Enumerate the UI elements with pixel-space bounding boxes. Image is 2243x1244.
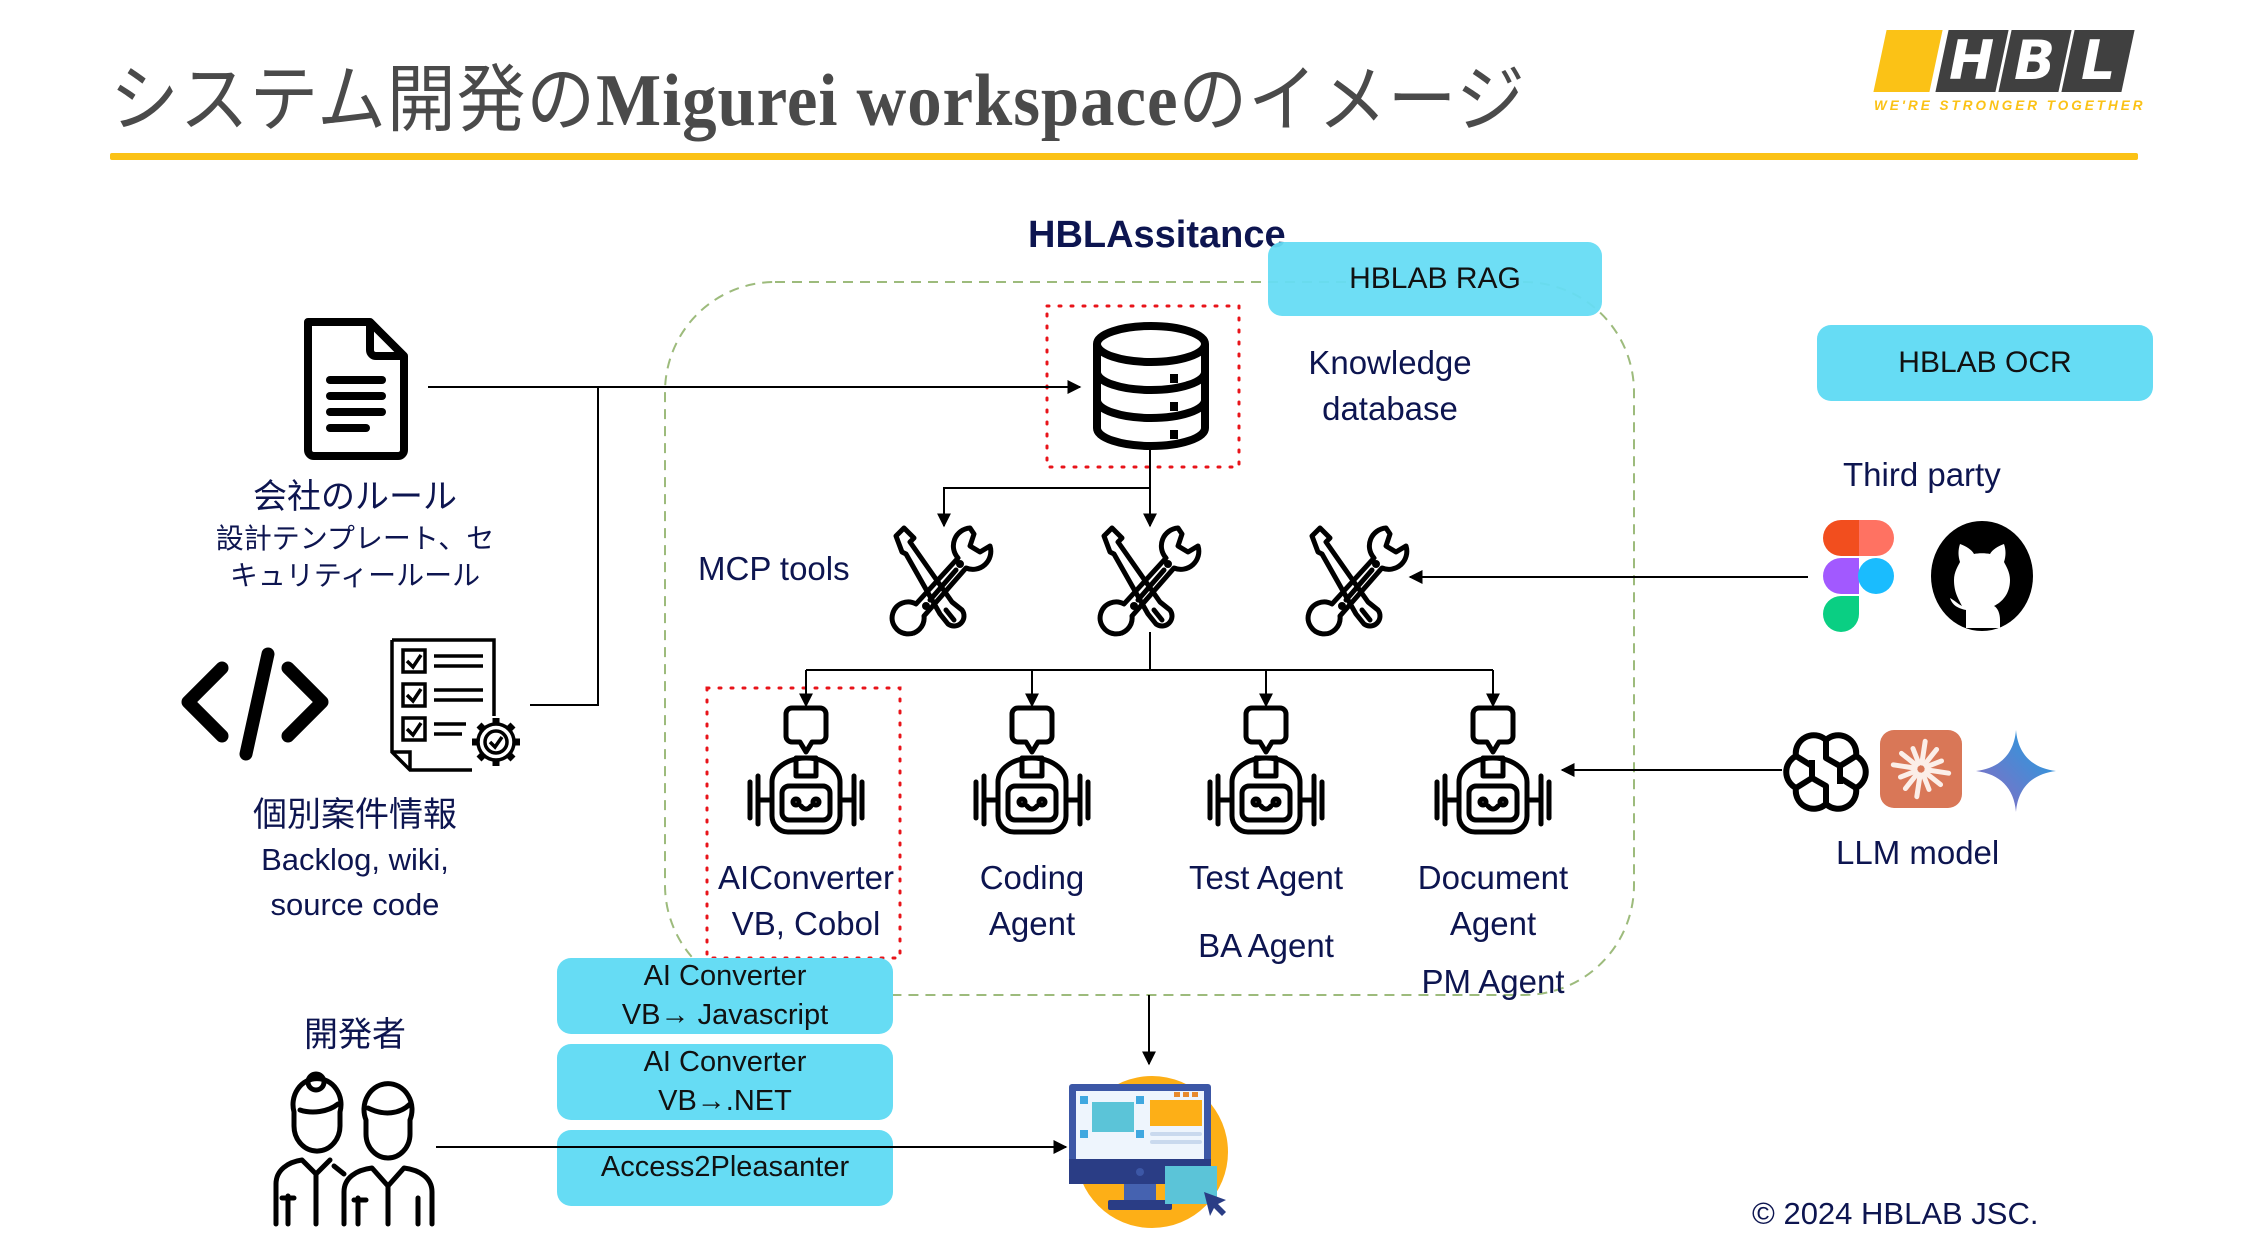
claude-ray [1914, 772, 1923, 800]
project-info-title: 個別案件情報 [253, 795, 457, 835]
code-icon [181, 647, 329, 761]
mcp-tool-3[interactable] [1305, 524, 1410, 637]
robot-icon [1207, 705, 1325, 835]
title-prefix: システム開発の [110, 60, 597, 142]
agent-document[interactable] [1427, 705, 1559, 841]
logo-tagline: WE'RE STRONGER TOGETHER [1874, 98, 2146, 113]
title-suffix: のイメージ [1178, 60, 1526, 142]
hblab-rag-button[interactable]: HBLAB RAG [1268, 242, 1602, 316]
tools-icon [1097, 525, 1202, 637]
claude-ray [1920, 772, 1932, 792]
gemini-icon[interactable] [1976, 730, 2056, 812]
agent-test-label: Test Agent [1188, 859, 1344, 896]
checklist-icon [390, 638, 520, 772]
openai-icon[interactable] [1783, 732, 1869, 812]
hblab-ocr-button[interactable]: HBLAB OCR [1817, 325, 2153, 401]
mcp-tool-1[interactable] [889, 524, 994, 637]
db-to-tool1 [937, 487, 1150, 528]
project-to-db-line [530, 387, 599, 706]
claude-ray [1924, 758, 1944, 770]
agent-coding[interactable] [966, 705, 1098, 841]
github-icon[interactable] [1930, 520, 2034, 632]
claude-ray [1898, 750, 1919, 768]
figma-icon[interactable] [1823, 520, 1894, 634]
hbl-logo: H B L WE'RE STRONGER TOGETHER [1872, 28, 2142, 118]
company-rules-title: 会社のルール [253, 477, 457, 517]
aiconverter-highlight-frame [705, 686, 902, 960]
agent-ba-label: BA Agent [1198, 927, 1334, 964]
tools-icon [1305, 525, 1410, 637]
page-title: システム開発のMigurei workspaceのイメージ [110, 40, 1526, 147]
claude-ray [1902, 771, 1920, 792]
mcp-tools-label: MCP tools [698, 550, 850, 587]
database-icon [1093, 322, 1209, 450]
claude-ray [1910, 746, 1922, 766]
claude-ray [1922, 746, 1940, 767]
robot-icon [747, 705, 865, 835]
developers-icon [273, 1071, 435, 1227]
agent-test[interactable] [1200, 705, 1332, 841]
agent-aiconverter[interactable] [740, 705, 872, 841]
web-app-icon[interactable] [1066, 1070, 1230, 1230]
developer-label: 開発者 [304, 1015, 406, 1055]
mcp-tool-2[interactable] [1097, 524, 1202, 637]
title-underline [110, 153, 2138, 160]
document-icon [304, 318, 408, 460]
claude-ray [1924, 767, 1952, 776]
claude-ray [1898, 768, 1918, 780]
llm-model-label: LLM model [1836, 834, 2000, 871]
third-party-label: Third party [1843, 456, 2001, 493]
tools-icon [889, 525, 994, 637]
tool-box-access2pleasanter[interactable]: Access2Pleasanter [557, 1130, 893, 1206]
claude-ray [1919, 738, 1928, 766]
claude-icon[interactable] [1880, 730, 1962, 808]
claude-ray [1890, 762, 1918, 771]
company-rules-desc: 設計テンプレート、セキュリティールール [215, 522, 495, 592]
robot-icon [1434, 705, 1552, 835]
assistant-title: HBLAssitance [1028, 214, 1286, 256]
title-bold: Migurei workspace [596, 60, 1179, 142]
claude-ray [1923, 770, 1944, 788]
robot-icon [973, 705, 1091, 835]
agent-pm-label: PM Agent [1421, 963, 1565, 1000]
copyright: © 2024 HBLAB JSC. [1752, 1196, 2039, 1231]
project-info-desc: Backlog, wiki,source code [261, 842, 449, 922]
